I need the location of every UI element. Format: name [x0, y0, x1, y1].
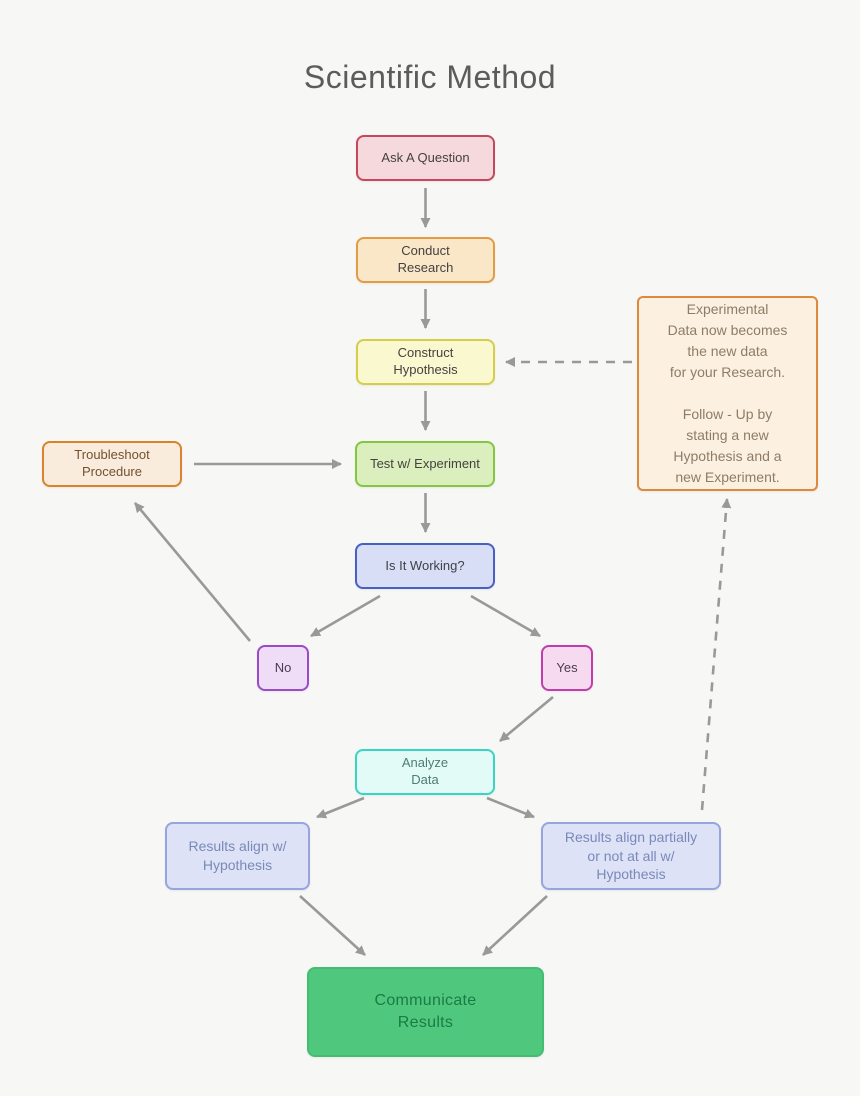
node-no: No — [257, 645, 309, 691]
node-troubleshoot-procedure: Troubleshoot Procedure — [42, 441, 182, 487]
arrow-results-align-to-communicate — [299, 895, 366, 956]
node-conduct-research: Conduct Research — [356, 237, 495, 283]
node-results-align: Results align w/ Hypothesis — [165, 822, 310, 890]
node-communicate-results: Communicate Results — [307, 967, 544, 1057]
node-is-it-working: Is It Working? — [355, 543, 495, 589]
note-experimental-data: Experimental Data now becomes the new da… — [637, 296, 818, 491]
arrow-no-to-troubleshoot — [134, 502, 251, 642]
node-test-with-experiment: Test w/ Experiment — [355, 441, 495, 487]
node-analyze-data: Analyze Data — [355, 749, 495, 795]
node-results-partial: Results align partially or not at all w/… — [541, 822, 721, 890]
arrow-analyze-to-results-align — [316, 796, 365, 819]
arrow-working-to-no — [310, 594, 381, 638]
arrow-working-to-yes — [470, 594, 541, 638]
arrow-results-partial-to-communicate — [482, 895, 548, 956]
dashed-arrow-results-partial-to-note — [700, 498, 732, 811]
arrow-analyze-to-results-partial — [486, 796, 535, 819]
node-ask-a-question: Ask A Question — [356, 135, 495, 181]
diagram-title: Scientific Method — [303, 59, 557, 96]
node-yes: Yes — [541, 645, 593, 691]
arrow-yes-to-analyze — [499, 695, 554, 743]
node-construct-hypothesis: Construct Hypothesis — [356, 339, 495, 385]
